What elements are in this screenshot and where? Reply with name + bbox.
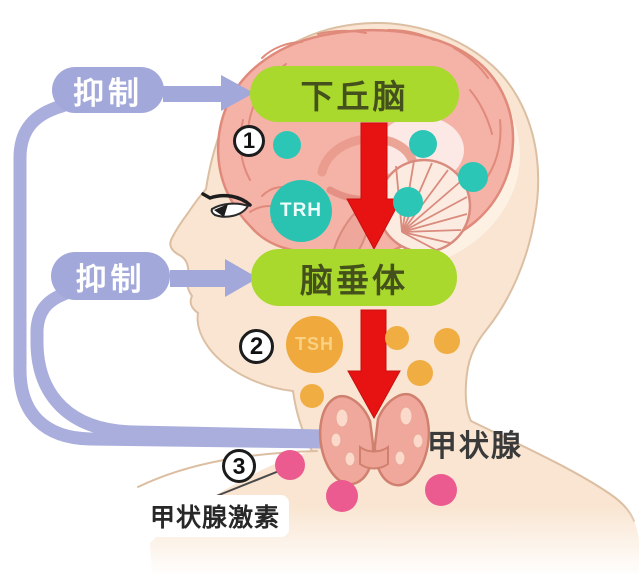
eye-icon bbox=[201, 192, 252, 218]
pituitary-box: 脑垂体 bbox=[251, 249, 457, 306]
thyroid-label: 甲状腺 bbox=[427, 430, 523, 463]
inhibit-arrow-top bbox=[163, 75, 254, 111]
step-badge-3: 3 bbox=[222, 449, 256, 483]
hypothalamus-box: 下丘脑 bbox=[250, 66, 459, 122]
step-badge-2: 2 bbox=[239, 329, 274, 364]
trh-hormone-circle: TRH bbox=[270, 180, 332, 242]
step3-connector-line bbox=[213, 468, 285, 498]
feedback-loop-outer bbox=[13, 99, 331, 449]
arrow-hypothalamus-to-pituitary bbox=[346, 122, 402, 251]
inhibit-arrow-bottom bbox=[170, 259, 258, 297]
feedback-loop-inner bbox=[30, 287, 331, 443]
thyroid-gland bbox=[318, 393, 431, 487]
step-badge-1: 1 bbox=[233, 125, 265, 157]
arrow-pituitary-to-thyroid bbox=[347, 309, 401, 420]
bottom-fade bbox=[0, 505, 640, 574]
inhibit-box-top: 抑制 bbox=[52, 67, 164, 113]
inhibit-box-bottom: 抑制 bbox=[51, 252, 170, 300]
tsh-hormone-circle: TSH bbox=[286, 316, 343, 373]
thyroid-hormone-label: 甲状腺激素 bbox=[141, 495, 290, 537]
